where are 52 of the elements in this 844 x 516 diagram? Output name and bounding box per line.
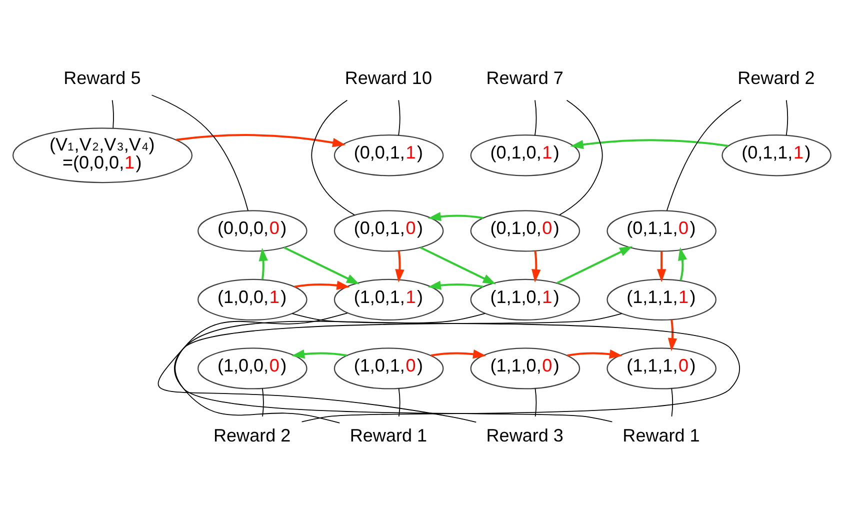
node-text: Reward 2 (214, 424, 291, 445)
connector (671, 388, 674, 416)
node-text: Reward 3 (486, 424, 564, 445)
node-ellipse: (1,1,0,1) (470, 278, 580, 320)
connector (174, 312, 622, 422)
connector (786, 99, 788, 136)
node-ellipse: (1,1,1,1) (606, 278, 716, 320)
node-ellipse: (0,1,1,1) (722, 134, 832, 176)
node-ellipse: (0,1,0,1) (470, 134, 580, 176)
node-text: Reward 7 (486, 68, 564, 88)
node-ellipse: (0,1,1,0) (606, 210, 716, 252)
arrow (176, 134, 346, 147)
node-text: Reward 10 (344, 68, 432, 88)
node-text: Reward 5 (64, 68, 141, 88)
connector (666, 99, 742, 210)
arrow (556, 246, 633, 284)
node-ellipse: (1,0,0,1) (198, 278, 308, 320)
node-text: Reward 1 (622, 424, 700, 445)
node-ellipse: (0,1,0,0) (470, 210, 580, 252)
connector (158, 312, 486, 422)
connector (398, 99, 400, 136)
arrow (291, 349, 347, 358)
arrow (294, 280, 350, 290)
node-text: Reward 1 (350, 424, 428, 445)
node-ellipse: (V1,V2,V3,V4) =(0,0,0,1) (12, 127, 193, 183)
arrow (668, 319, 678, 351)
connector (534, 388, 537, 416)
arrow (570, 138, 728, 149)
arrow (678, 246, 688, 280)
connector (534, 99, 537, 136)
node-text: Reward 2 (738, 68, 815, 88)
arrow (430, 349, 486, 358)
node-ellipse: (1,0,1,0) (334, 347, 444, 389)
connector (262, 388, 264, 416)
arrow (420, 246, 496, 284)
connector (292, 312, 740, 422)
connector (398, 388, 400, 416)
arrow (284, 246, 360, 284)
arrow (532, 250, 541, 282)
arrow (567, 349, 623, 358)
arrow (657, 250, 666, 282)
arrow (395, 250, 404, 282)
connector (112, 99, 114, 128)
connector (174, 312, 348, 423)
connector (559, 99, 603, 215)
arrow (258, 247, 268, 280)
connector (151, 94, 248, 211)
node-ellipse: (0,0,0,0) (198, 210, 308, 252)
arrow (428, 212, 484, 221)
connector (311, 99, 355, 215)
arrow (428, 280, 484, 290)
node-ellipse: (0,0,1,1) (334, 134, 444, 176)
